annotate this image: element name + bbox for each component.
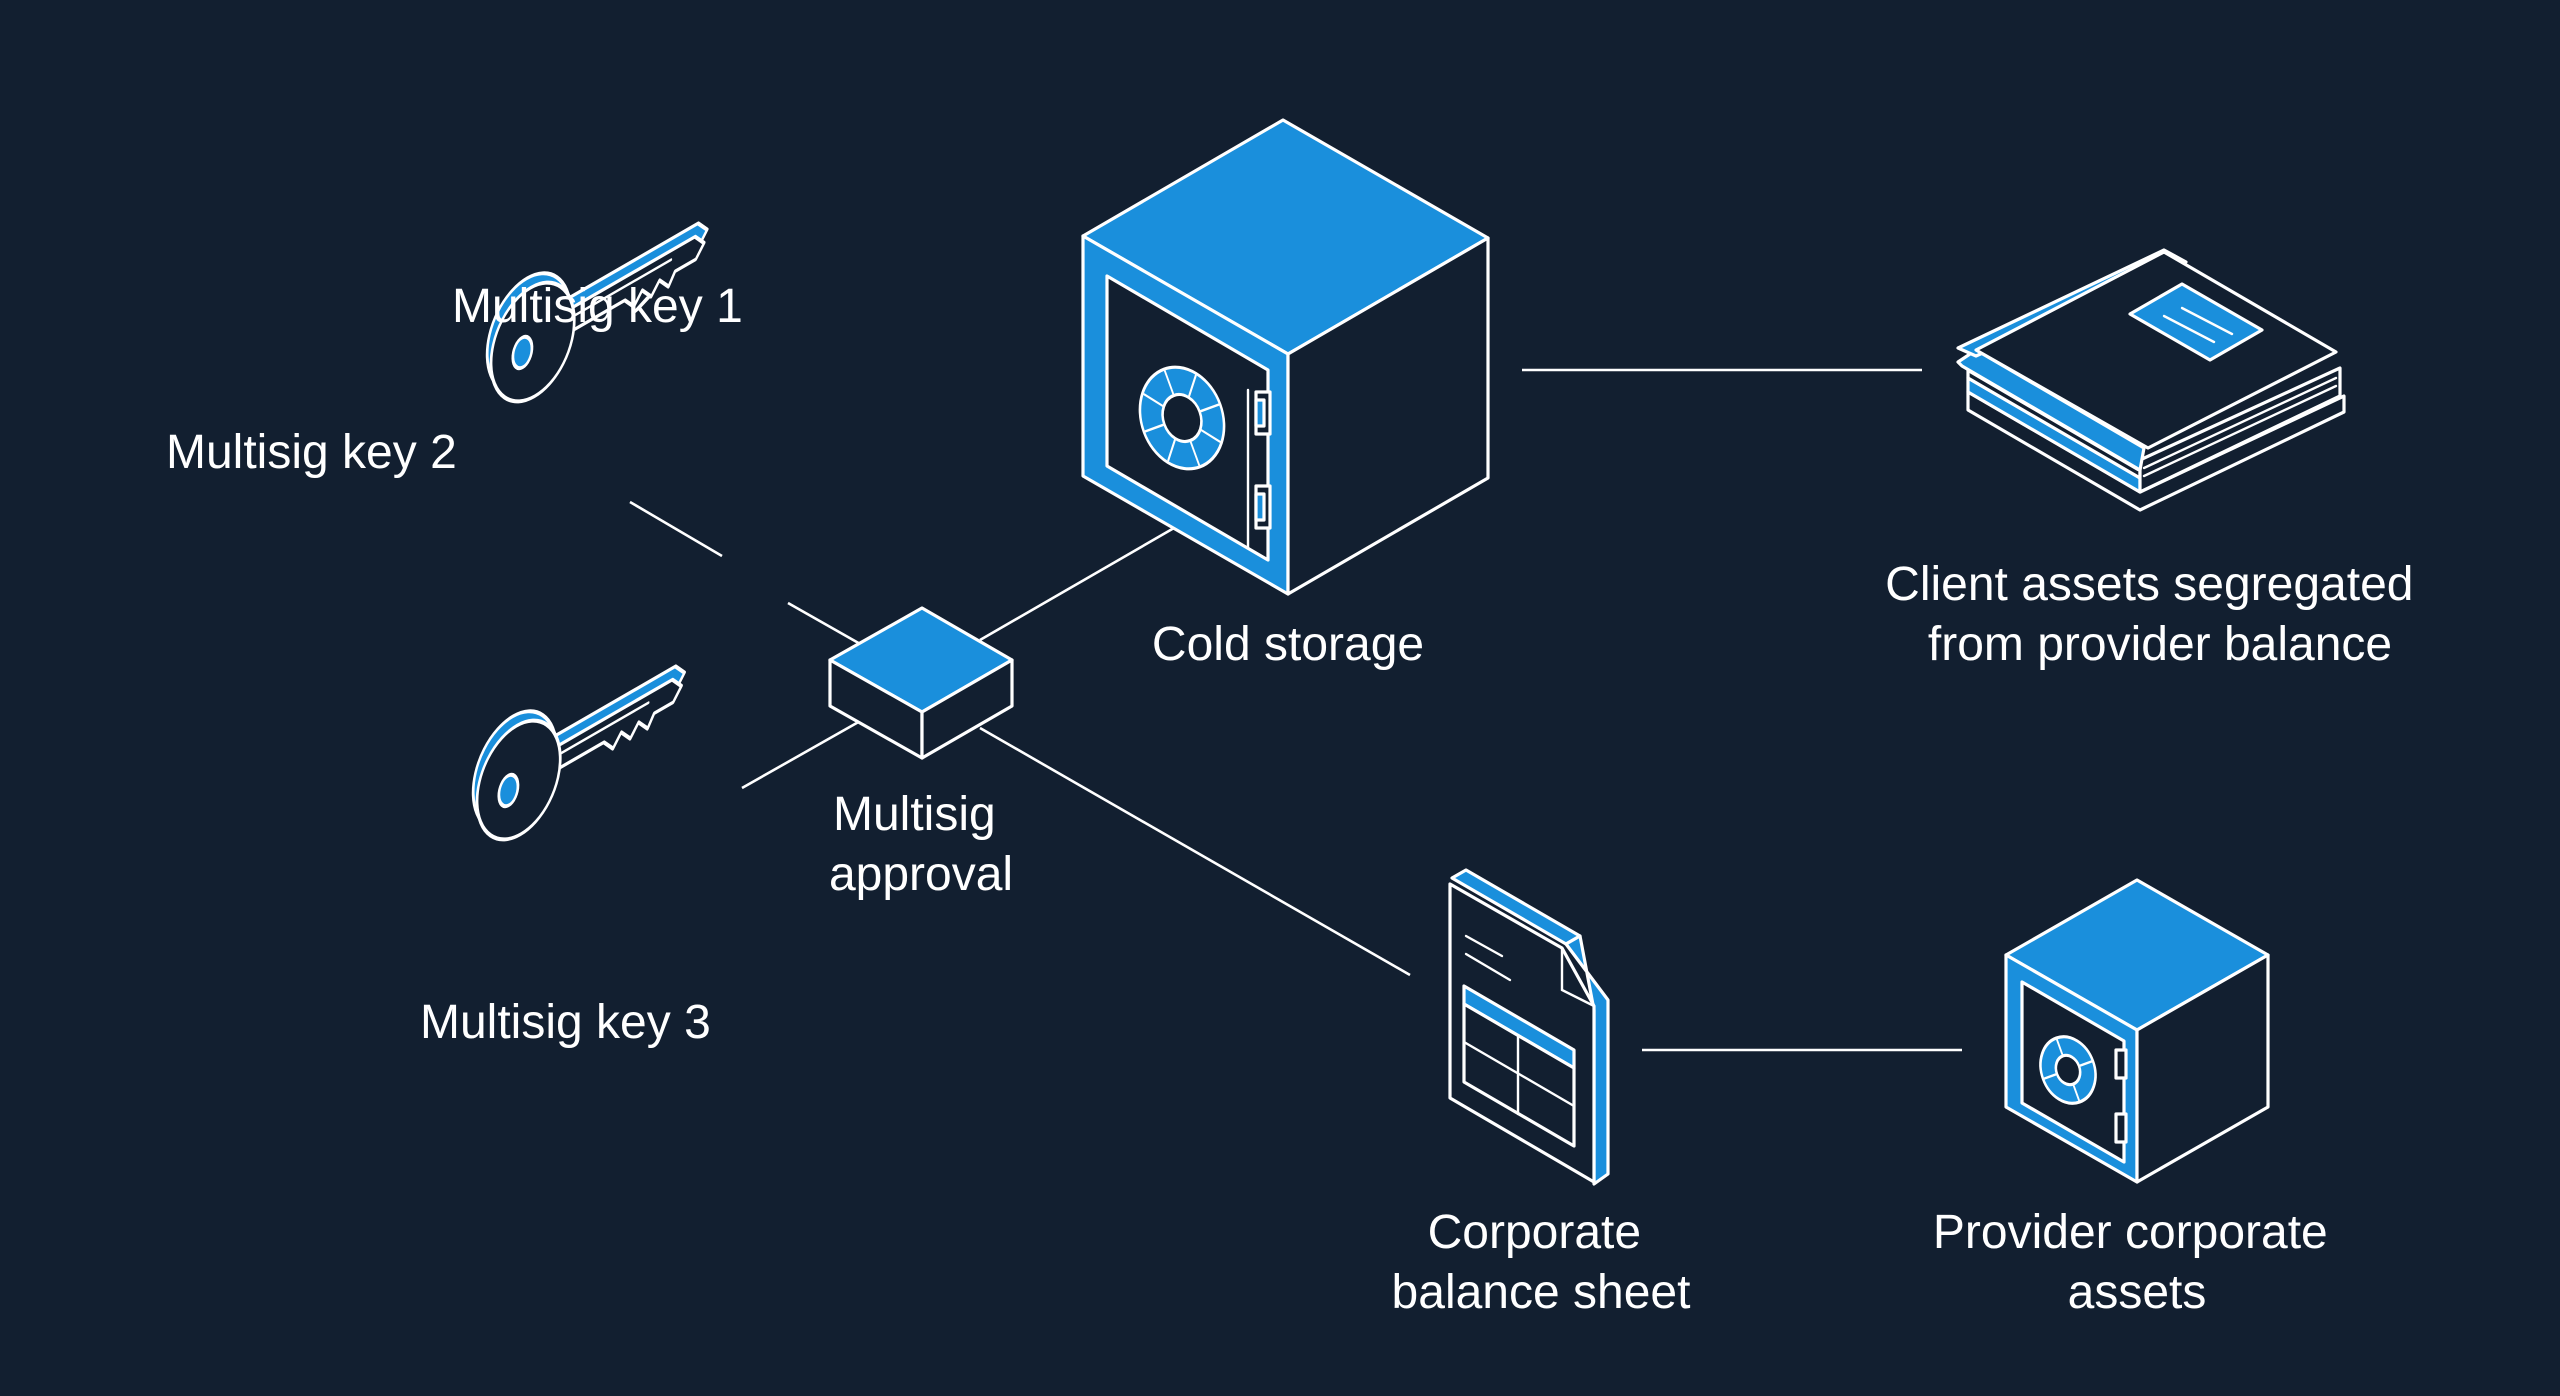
multisig-box-icon [828,606,1014,760]
label-corporate-balance-sheet: Corporate balance sheet [1392,1206,1691,1319]
label-line: Client assets segregated [1885,558,2413,611]
safe-icon [1081,118,1490,596]
label-line: approval [829,848,1013,901]
connections [629,368,1962,1052]
ledger-book-icon [1956,248,2346,512]
label-cold-storage: Cold storage [1152,618,1424,671]
label-line: Provider corporate [1933,1206,2328,1259]
label-multisig-key-3: Multisig key 3 [420,996,711,1049]
label-line: Multisig [833,788,996,841]
label-line: balance sheet [1392,1266,1691,1319]
label-line: Corporate [1428,1206,1641,1259]
label-line: assets [2068,1266,2207,1319]
edge-approval-balance-sheet [979,726,1411,977]
label-client-assets: Client assets segregated from provider b… [1885,558,2427,671]
label-line: from provider balance [1928,618,2392,671]
safe-icon [2004,878,2270,1184]
edge-key2-approval-segment [787,601,863,647]
label-multisig-approval: Multisig approval [829,788,1013,901]
label-multisig-key-2: Multisig key 2 [166,426,457,479]
document-icon [1448,868,1610,1186]
key-icon [485,221,709,404]
edge-approval-cold-storage [979,526,1175,642]
label-multisig-key-1: Multisig key 1 [452,280,743,333]
edge-key2-approval [629,500,723,558]
key-icon [471,664,686,842]
edge-key3-approval [741,718,863,790]
label-provider-corporate-assets: Provider corporate assets [1933,1206,2341,1319]
